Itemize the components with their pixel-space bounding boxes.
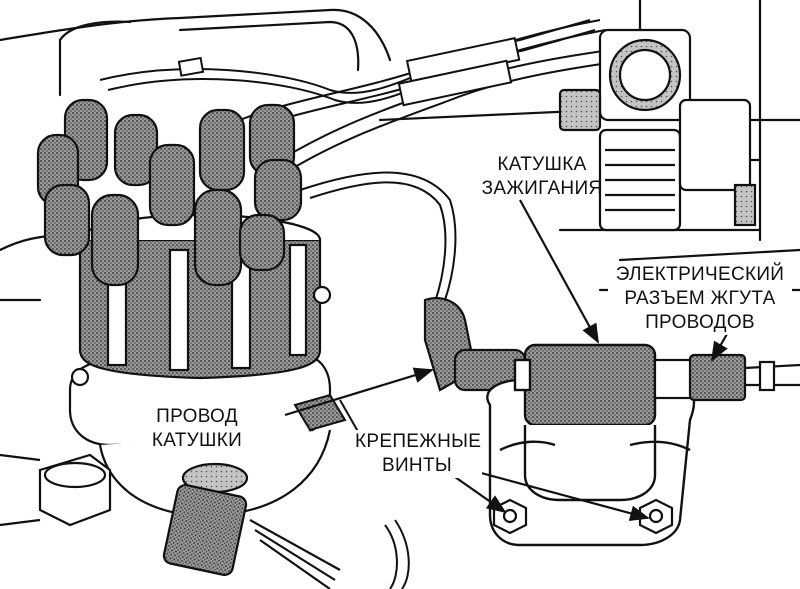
coil-lead [299, 171, 457, 303]
label-mounting-screws-line1: КРЕПЕЖНЫЕ [352, 430, 482, 454]
coil-lead-boot [423, 297, 527, 392]
ignition-coil [486, 343, 696, 547]
label-mounting-screws-line2: ВИНТЫ [352, 454, 482, 478]
label-coil-wire-line2: КАТУШКИ [142, 429, 252, 453]
label-harness-connector-line3: ПРОВОДОВ [608, 311, 792, 335]
lower-left-hardware [0, 453, 341, 589]
label-ignition-coil-line2: ЗАЖИГАНИЯ [481, 178, 603, 199]
label-harness-connector: ЭЛЕКТРИЧЕСКИЙ РАЗЪЕМ ЖГУТА ПРОВОДОВ [608, 263, 792, 335]
pipe-fitting [558, 28, 757, 232]
label-mounting-screws: КРЕПЕЖНЫЕ ВИНТЫ [352, 430, 482, 478]
leader-coil-wire [284, 367, 434, 417]
label-harness-connector-line1: ЭЛЕКТРИЧЕСКИЙ [608, 263, 792, 287]
spark-plug-boots [36, 98, 303, 287]
label-ignition-coil: КАТУШКА ЗАЖИГАНИЯ [462, 153, 622, 201]
leader-screw-right [469, 468, 650, 522]
label-ignition-coil-line1: КАТУШКА [497, 154, 587, 175]
harness-connector [653, 353, 800, 402]
label-harness-connector-line2: РАЗЪЕМ ЖГУТА [608, 287, 792, 311]
hose-curve [384, 524, 398, 589]
label-coil-wire: ПРОВОД КАТУШКИ [142, 405, 252, 453]
label-coil-wire-line1: ПРОВОД [142, 405, 252, 429]
cable-clips [177, 36, 521, 107]
coil-wire-bracket [293, 393, 361, 436]
leader-ignition-coil [519, 199, 599, 344]
